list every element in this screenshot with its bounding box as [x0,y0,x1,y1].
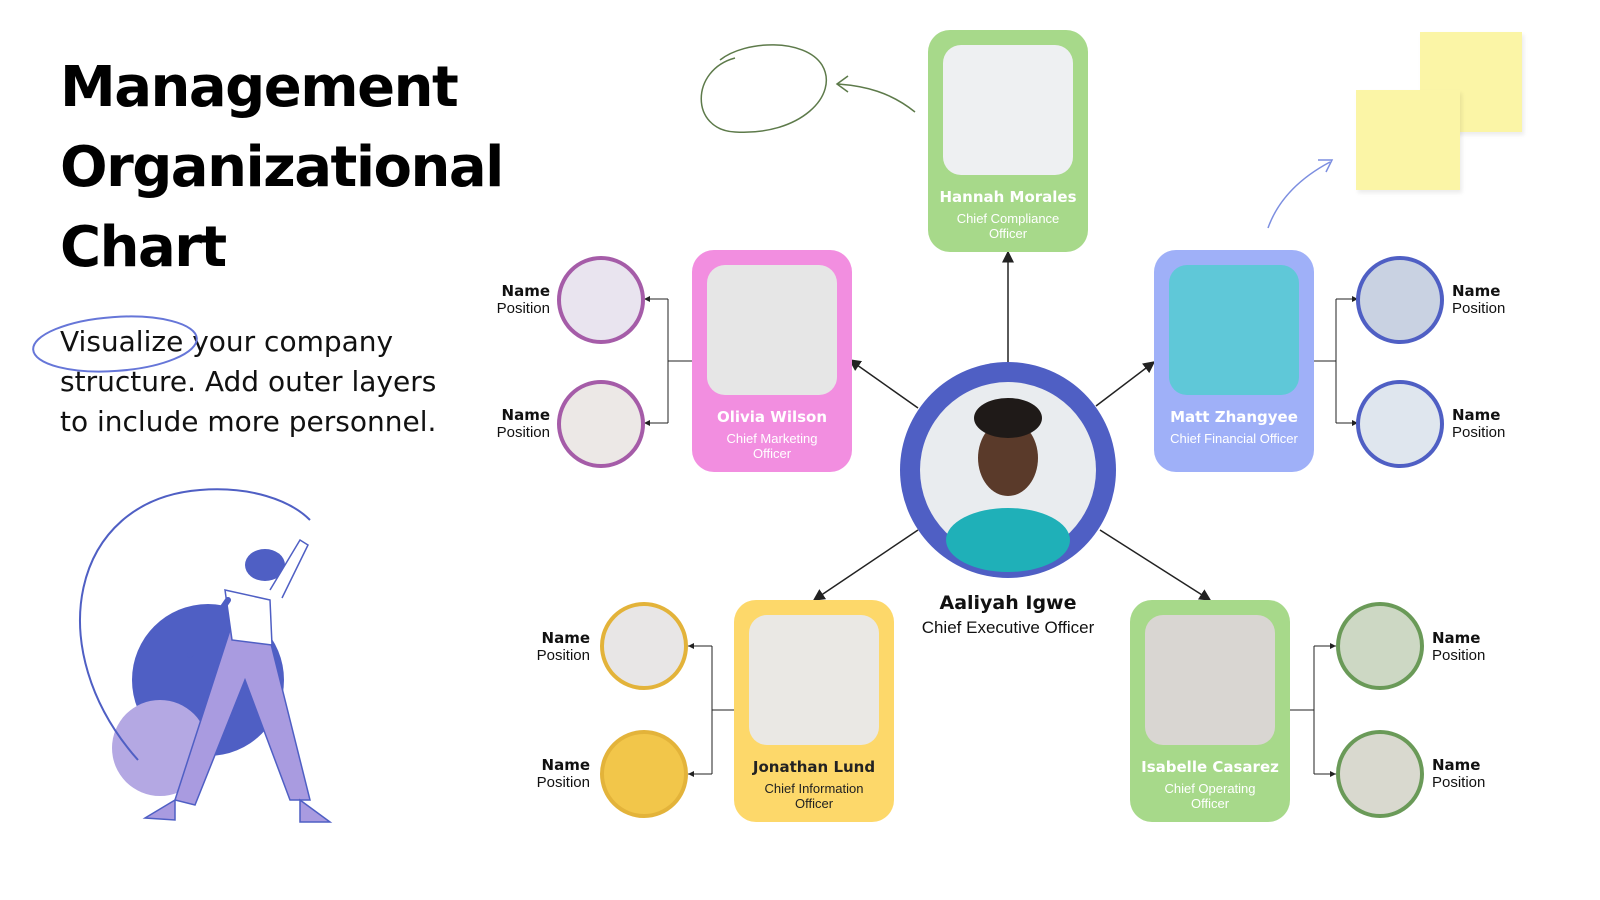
illustration-arc [79,488,311,761]
placeholder-label: Name Position [1452,282,1542,318]
branch-information [688,645,734,775]
placeholder-position: Position [1432,774,1486,791]
placeholder-position: Position [536,647,590,664]
avatar-financial-2[interactable] [1356,380,1444,468]
placeholder-position: Position [536,774,590,791]
placeholder-position: Position [496,300,550,317]
avatar-information-2[interactable] [600,730,688,818]
placeholder-name: Name [501,282,550,300]
branch-financial [1312,298,1358,424]
avatar-operating-1[interactable] [1336,602,1424,690]
ceo-position: Chief Executive Officer [921,618,1095,637]
connector-ceo-information [812,529,919,601]
placeholder-name: Name [541,629,590,647]
avatar-marketing-1[interactable] [557,256,645,344]
placeholder-label: Name Position [500,756,590,792]
placeholder-name: Name [1452,406,1501,424]
exec-name: Jonathan Lund [752,758,876,776]
photo-information [749,615,879,745]
avatar-information-1[interactable] [600,602,688,690]
sketch-circle [700,44,828,133]
exec-position: Chief Marketing Officer [726,431,818,461]
exec-name: Hannah Morales [939,188,1077,206]
photo-compliance [943,45,1073,175]
placeholder-position: Position [496,424,550,441]
avatar-financial-1[interactable] [1356,256,1444,344]
placeholder-name: Name [1452,282,1501,300]
placeholder-position: Position [1452,424,1506,441]
placeholder-position: Position [1432,647,1486,664]
exec-name: Matt Zhangyee [1170,408,1298,426]
card-compliance[interactable]: Hannah Morales Chief Compliance Officer [928,30,1088,252]
card-marketing[interactable]: Olivia Wilson Chief Marketing Officer [692,250,852,472]
connector-ceo-operating [1099,529,1212,601]
connector-ceo-marketing [848,359,919,409]
page-title: Management Organizational Chart [60,55,504,280]
placeholder-position: Position [1452,300,1506,317]
avatar-operating-2[interactable] [1336,730,1424,818]
card-financial[interactable]: Matt Zhangyee Chief Financial Officer [1154,250,1314,472]
placeholder-label: Name Position [1432,629,1522,665]
avatar-marketing-2[interactable] [557,380,645,468]
placeholder-name: Name [1432,629,1481,647]
placeholder-label: Name Position [1432,756,1522,792]
placeholder-name: Name [501,406,550,424]
exec-position: Chief Operating Officer [1164,781,1256,811]
placeholder-label: Name Position [500,629,590,665]
placeholder-label: Name Position [460,406,550,442]
exec-name: Olivia Wilson [716,408,828,426]
photo-operating [1145,615,1275,745]
ceo-name: Aaliyah Igwe [939,592,1077,614]
card-operating[interactable]: Isabelle Casarez Chief Operating Officer [1130,600,1290,822]
branch-operating [1290,645,1336,775]
placeholder-label: Name Position [460,282,550,318]
placeholder-label: Name Position [1452,406,1542,442]
branch-marketing [644,298,692,424]
photo-marketing [707,265,837,395]
connector-ceo-financial [1095,361,1156,407]
exec-position: Chief Compliance Officer [956,211,1060,241]
sticky-note-front [1356,90,1460,190]
highlight-oval [32,315,198,373]
placeholder-name: Name [1432,756,1481,774]
card-information[interactable]: Jonathan Lund Chief Information Officer [734,600,894,822]
exec-position: Chief Information Officer [764,781,864,811]
exec-name: Isabelle Casarez [1141,758,1279,776]
sketch-arrow [837,83,916,113]
exec-position: Chief Financial Officer [1170,431,1298,446]
sketch-arrow-blue [1267,161,1331,229]
page-subtitle: Visualize your company structure. Add ou… [60,325,437,438]
photo-financial [1169,265,1299,395]
placeholder-name: Name [541,756,590,774]
